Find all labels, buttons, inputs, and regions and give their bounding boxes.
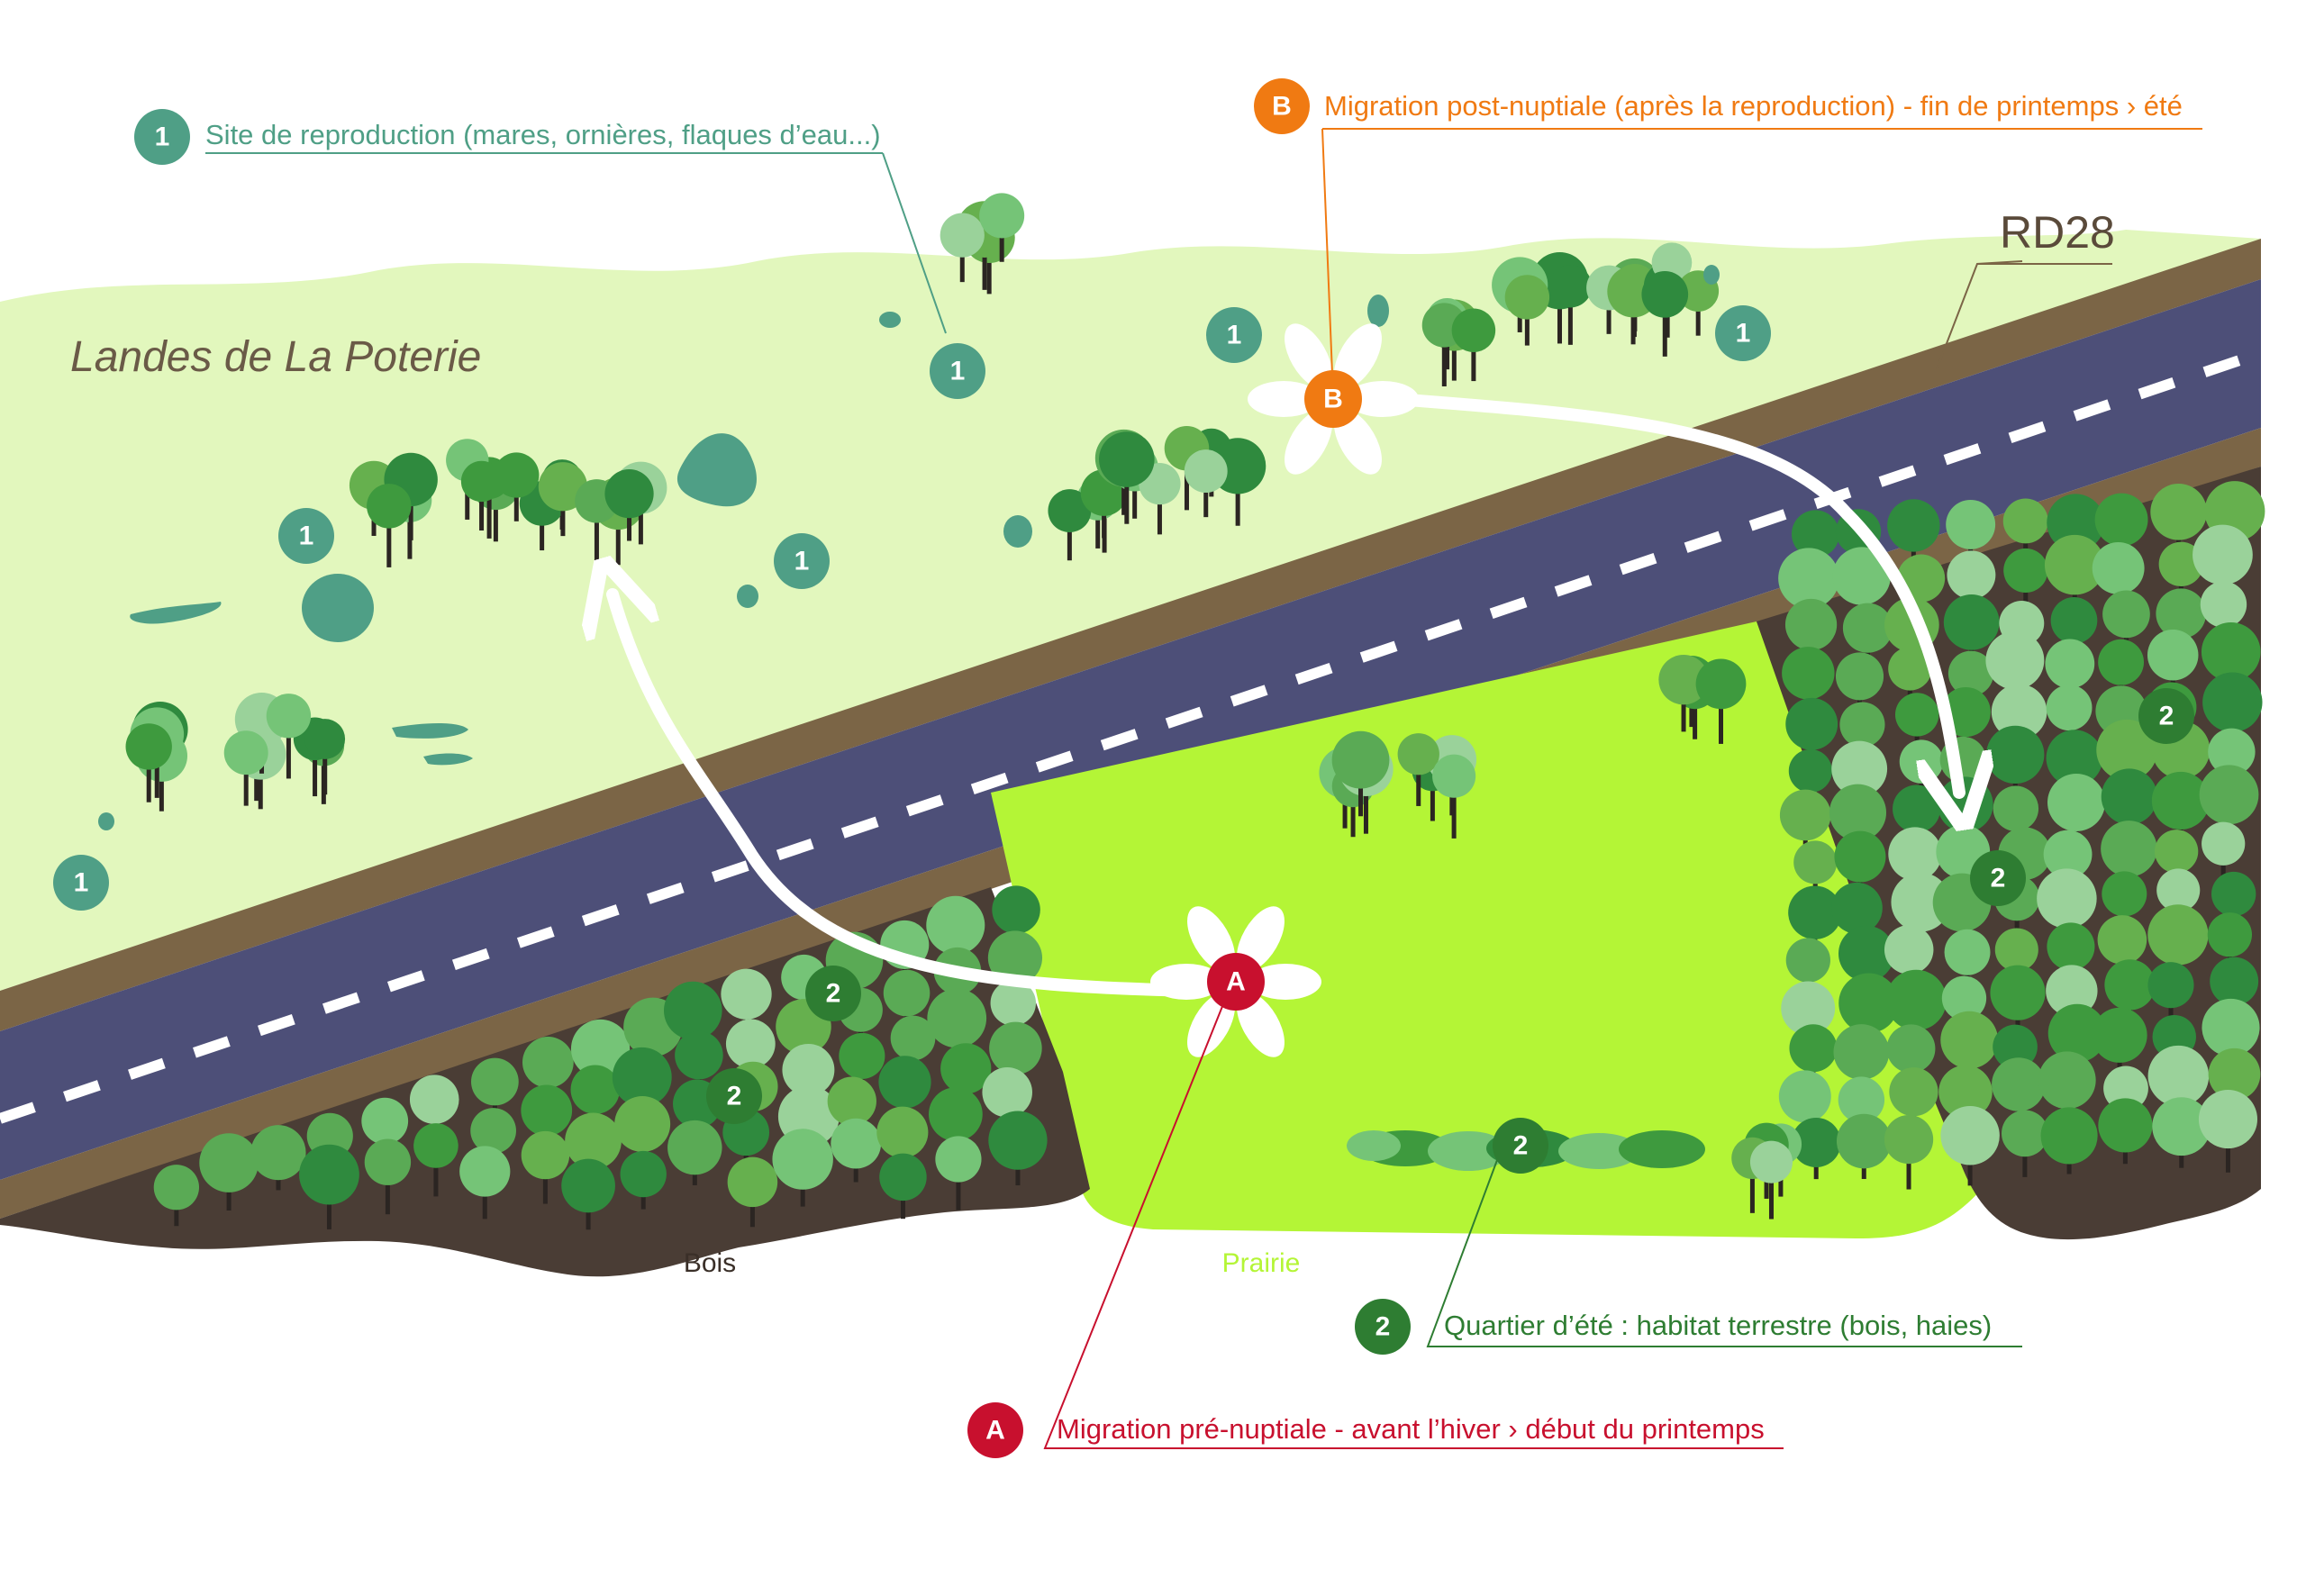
migration-arrow-a — [613, 594, 1204, 997]
summer-badges: 2 2 2 2 2 — [706, 688, 2194, 1174]
landes-trees — [125, 193, 1802, 1220]
ponds — [98, 265, 1720, 830]
site-badge: 1 — [53, 855, 109, 911]
wood-trees-left — [153, 885, 1048, 1230]
legend-item-a: A Migration pré-nuptiale - avant l’hiver… — [967, 1402, 1765, 1458]
site-badge: 1 — [278, 508, 334, 564]
svg-text:2: 2 — [1513, 1131, 1529, 1161]
summer-badge: 2 — [706, 1068, 762, 1124]
svg-text:2: 2 — [2159, 702, 2174, 731]
site-badge: 1 — [930, 343, 985, 399]
svg-text:1: 1 — [1227, 321, 1242, 350]
summer-badge: 2 — [805, 966, 861, 1021]
svg-text:2: 2 — [727, 1082, 742, 1111]
summer-badge: 2 — [1970, 850, 2026, 906]
summer-badge: 2 — [1493, 1118, 1548, 1174]
svg-text:A: A — [985, 1416, 1005, 1446]
migration-arrow-b — [1354, 390, 1959, 793]
svg-text:1: 1 — [74, 868, 89, 898]
svg-text:2: 2 — [826, 979, 841, 1009]
legend-item-1-text: Site de reproduction (mares, ornières, f… — [205, 119, 881, 150]
svg-text:A: A — [1226, 967, 1246, 997]
wood-label: Bois — [684, 1248, 736, 1278]
site-badge: 1 — [774, 533, 830, 589]
legend-item-2-text: Quartier d’été : habitat terrestre (bois… — [1444, 1310, 1992, 1341]
road-center-line — [0, 348, 2263, 1124]
landes-area — [0, 230, 2261, 991]
migration-a-marker: A — [1207, 953, 1265, 1011]
site-badge: 1 — [1715, 305, 1771, 361]
summer-badge: 2 — [2138, 688, 2194, 744]
leader-lines — [205, 128, 2202, 1449]
svg-text:B: B — [1272, 92, 1292, 122]
meadow-area — [991, 621, 1982, 1238]
meadow-label: Prairie — [1222, 1248, 1301, 1278]
svg-text:1: 1 — [950, 357, 966, 386]
legend-item-b-text: Migration post-nuptiale (après la reprod… — [1324, 90, 2183, 122]
migration-b-flower — [1248, 323, 1419, 475]
svg-text:2: 2 — [1375, 1312, 1391, 1342]
site-badge: 1 — [1206, 307, 1262, 363]
legend-item-b: B Migration post-nuptiale (après la repr… — [1254, 78, 2183, 134]
migration-b-marker: B — [1304, 370, 1362, 428]
svg-text:1: 1 — [299, 521, 314, 551]
svg-text:1: 1 — [1736, 319, 1751, 349]
site-badges: 1 1 1 1 1 1 — [53, 305, 1771, 911]
svg-text:1: 1 — [155, 122, 170, 152]
svg-text:1: 1 — [794, 547, 810, 576]
svg-text:B: B — [1323, 385, 1343, 414]
legend-item-1: 1 Site de reproduction (mares, ornières,… — [134, 109, 881, 165]
svg-text:2: 2 — [1991, 864, 2006, 893]
road-label: RD28 — [2000, 207, 2115, 258]
legend-item-2: 2 Quartier d’été : habitat terrestre (bo… — [1355, 1299, 1992, 1355]
legend-item-a-text: Migration pré-nuptiale - avant l’hiver ›… — [1057, 1413, 1765, 1445]
wood-trees-right — [1778, 481, 2265, 1190]
road-asphalt — [0, 279, 2261, 1180]
map-title: Landes de La Poterie — [70, 333, 481, 381]
migration-a-flower — [1150, 906, 1321, 1057]
